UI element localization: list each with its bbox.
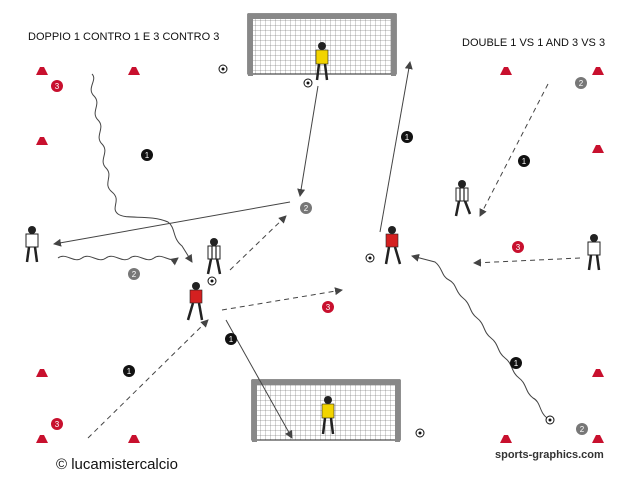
cone <box>36 67 48 75</box>
step-badge-number: 3 <box>55 420 60 429</box>
cone <box>36 369 48 377</box>
white-player <box>587 234 601 271</box>
step-badge: 3 <box>512 241 524 253</box>
dribble-path <box>57 255 179 266</box>
step-badge-number: 1 <box>522 157 527 166</box>
step-badge: 1 <box>225 333 237 345</box>
cone <box>592 67 604 75</box>
white-player <box>25 226 39 263</box>
cone <box>36 435 48 443</box>
step-badge: 1 <box>518 155 530 167</box>
step-badge-number: 1 <box>145 151 150 160</box>
step-badge: 1 <box>401 131 413 143</box>
shot-line <box>379 61 413 233</box>
goalkeeper-bottom <box>321 396 335 435</box>
pass-line <box>221 287 343 311</box>
step-badge-number: 2 <box>304 204 309 213</box>
pass-line <box>473 257 581 267</box>
step-badge: 1 <box>510 357 522 369</box>
balls <box>207 64 555 438</box>
cone <box>36 137 48 145</box>
step-badge-number: 1 <box>514 359 519 368</box>
step-badge-number: 1 <box>127 367 132 376</box>
pass-line <box>229 215 287 271</box>
cone <box>128 435 140 443</box>
players <box>25 42 601 435</box>
step-badge-number: 1 <box>405 133 410 142</box>
pass-lines <box>87 83 581 439</box>
cone <box>500 435 512 443</box>
cone <box>592 145 604 153</box>
dribble-path <box>411 253 548 419</box>
shot-line <box>225 319 293 439</box>
dribble-path <box>90 73 193 263</box>
step-badge-number: 3 <box>516 243 521 252</box>
shot-line <box>297 85 319 197</box>
step-badge: 1 <box>123 365 135 377</box>
step-badge-number: 2 <box>580 425 585 434</box>
red-player <box>384 226 402 265</box>
author-credit: © lucamistercalcio <box>56 456 178 473</box>
step-badge-number: 2 <box>132 270 137 279</box>
pass-line <box>479 83 549 217</box>
cone <box>500 67 512 75</box>
step-badge: 2 <box>576 423 588 435</box>
step-badge-number: 3 <box>326 303 331 312</box>
step-badge: 3 <box>51 418 63 430</box>
goalkeeper-top <box>315 42 329 81</box>
cone <box>592 435 604 443</box>
step-badges: 3 1 2 2 1 3 1 1 3 2 1 3 1 2 <box>51 77 588 435</box>
step-badge: 3 <box>322 301 334 313</box>
red-player <box>186 282 204 321</box>
step-badge-number: 2 <box>579 79 584 88</box>
step-badge: 2 <box>128 268 140 280</box>
cone <box>128 67 140 75</box>
cone <box>592 369 604 377</box>
title-english: DOUBLE 1 VS 1 AND 3 VS 3 <box>462 37 606 49</box>
step-badge: 3 <box>51 80 63 92</box>
pass-line <box>87 319 209 439</box>
site-credit: sports-graphics.com <box>495 449 604 461</box>
step-badge: 2 <box>575 77 587 89</box>
shot-line <box>53 201 291 247</box>
shot-lines <box>53 61 413 439</box>
step-badge: 2 <box>300 202 312 214</box>
dribble-paths <box>57 73 548 419</box>
striped-player <box>206 238 222 275</box>
step-badge-number: 3 <box>55 82 60 91</box>
step-badge-number: 1 <box>229 335 234 344</box>
cones <box>36 67 604 443</box>
striped-player <box>454 180 472 217</box>
step-badge: 1 <box>141 149 153 161</box>
title-italian: DOPPIO 1 CONTRO 1 E 3 CONTRO 3 <box>28 31 220 43</box>
